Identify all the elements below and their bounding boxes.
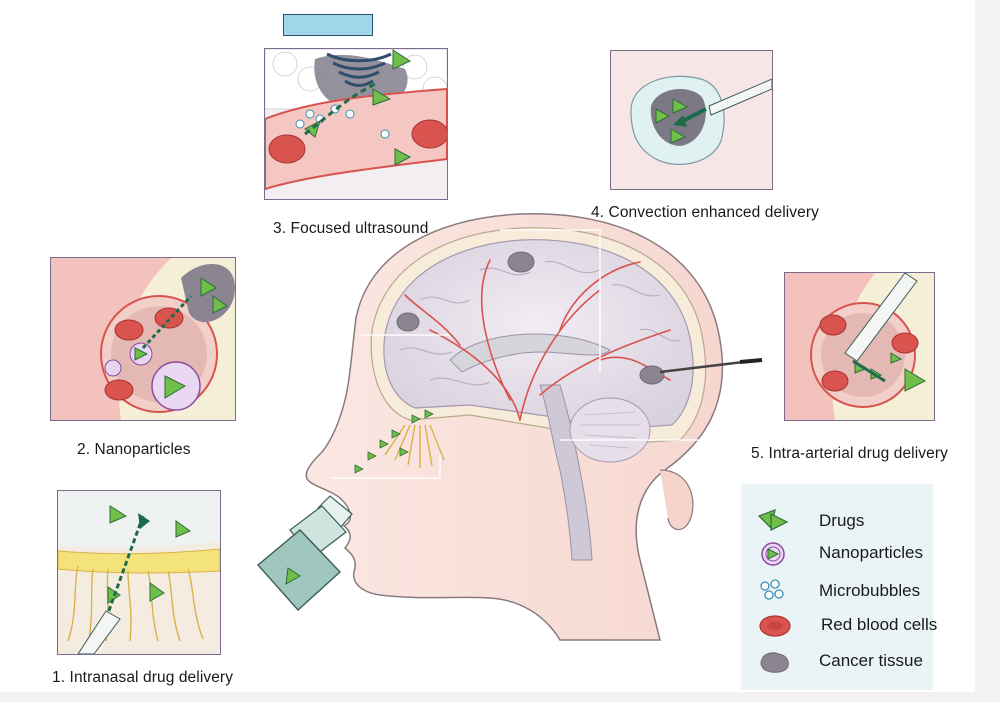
panel-convection-enhanced	[610, 50, 773, 190]
drug-triangle-icon	[757, 509, 789, 531]
cancer-spot-right	[639, 365, 665, 385]
legend-label-drugs: Drugs	[819, 511, 865, 530]
microbubble-icon	[760, 579, 784, 600]
diagram-canvas: 3. Focused ultrasound 4. Convection enha…	[0, 0, 975, 692]
label-convection-enhanced: 4. Convection enhanced delivery	[591, 204, 819, 221]
panel-intra-arterial	[784, 272, 935, 421]
label-intranasal: 1. Intranasal drug delivery	[52, 669, 234, 686]
panel-focused-ultrasound	[264, 48, 448, 200]
cerebellum	[569, 397, 651, 463]
cancer-spot-left	[396, 312, 420, 332]
ultrasound-transducer	[283, 14, 373, 36]
legend-label-microbubbles: Microbubbles	[819, 581, 921, 600]
legend-item-microbubbles: Microbubbles	[741, 578, 933, 606]
panel-nanoparticles	[50, 257, 236, 421]
head-brain-illustration	[256, 213, 763, 641]
legend-item-nanoparticles: Nanoparticles	[741, 540, 933, 568]
corpus-callosum	[449, 333, 611, 373]
legend-item-cancer-tissue: Cancer tissue	[741, 648, 933, 676]
cancer-tissue-icon	[760, 652, 789, 673]
red-blood-cell-icon	[759, 615, 791, 637]
ear	[659, 469, 694, 531]
label-intra-arterial: 5. Intra-arterial drug delivery	[751, 445, 948, 462]
legend-label-red-blood-cells: Red blood cells	[821, 615, 938, 634]
nasal-spray-bottle	[256, 495, 353, 611]
label-nanoparticles: 2. Nanoparticles	[77, 441, 191, 458]
cancer-spot-top	[507, 251, 535, 273]
nanoparticle-icon	[761, 542, 785, 566]
legend-label-nanoparticles: Nanoparticles	[819, 543, 923, 562]
legend-item-drugs: Drugs	[741, 508, 933, 536]
legend-item-red-blood-cells: Red blood cells	[741, 612, 937, 640]
legend: Drugs Nanoparticles Microbubbles Red	[741, 484, 937, 690]
label-focused-ultrasound: 3. Focused ultrasound	[273, 220, 429, 237]
legend-label-cancer-tissue: Cancer tissue	[819, 651, 923, 670]
panel-intranasal	[57, 490, 221, 655]
